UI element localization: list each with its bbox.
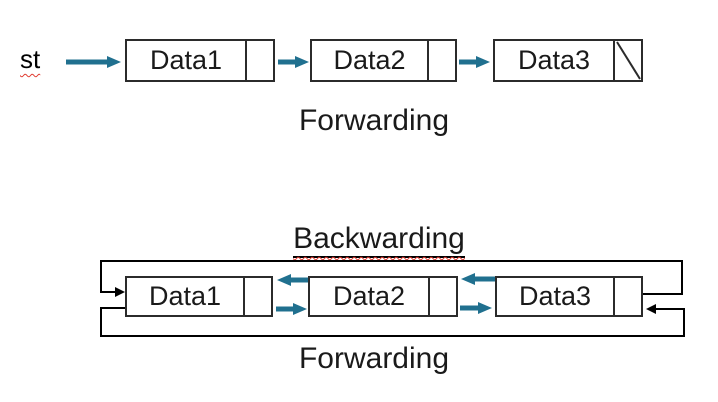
top-node-3-data-cell: Data3 xyxy=(517,45,591,75)
top-node-1-pointer-cell xyxy=(245,41,273,80)
bottom-node-2-data-cell: Data2 xyxy=(332,281,406,311)
top-node-1-data-cell: Data1 xyxy=(149,45,223,75)
bottom-node-3-data-cell: Data3 xyxy=(518,281,592,311)
bottom-node-3: Data3 xyxy=(495,276,643,317)
top-node-1: Data1 xyxy=(125,39,275,82)
caption-forwarding-top: Forwarding xyxy=(298,104,450,137)
bottom-node-1: Data1 xyxy=(125,276,273,317)
caption-forwarding-bottom: Forwarding xyxy=(298,342,450,375)
bottom-node-1-data-cell: Data1 xyxy=(148,281,222,311)
top-node-3: Data3 xyxy=(493,39,643,82)
caption-backwarding-wrap: Backwarding xyxy=(279,222,479,258)
top-node-3-pointer-cell-null xyxy=(613,41,641,80)
top-node-2-pointer-cell xyxy=(427,41,455,80)
bottom-node-2-pointer-cell xyxy=(428,278,456,315)
top-node-2: Data2 xyxy=(310,39,457,82)
head-pointer-label: st xyxy=(20,44,41,74)
bottom-node-1-pointer-cell xyxy=(243,278,271,315)
caption-backwarding: Backwarding xyxy=(293,222,465,258)
bottom-node-3-pointer-cell xyxy=(613,278,641,315)
bottom-node-2: Data2 xyxy=(308,276,458,317)
top-node-2-data-cell: Data2 xyxy=(333,45,406,75)
